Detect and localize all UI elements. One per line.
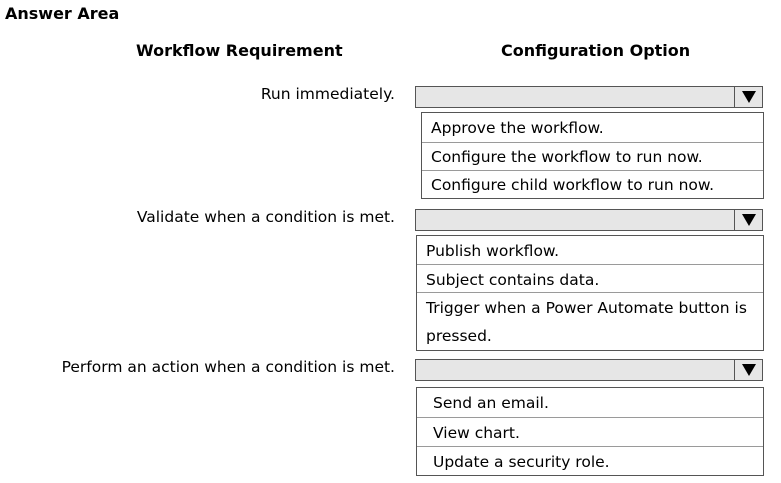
dropdown-arrow-button[interactable] [734, 360, 762, 380]
dropdown-options: Publish workflow. Subject contains data.… [416, 235, 764, 351]
dropdown-arrow-button[interactable] [734, 210, 762, 230]
header-configuration-option: Configuration Option [501, 41, 691, 60]
triangle-down-icon [741, 91, 756, 103]
dropdown-option[interactable]: Update a security role. [417, 446, 763, 475]
triangle-down-icon [741, 364, 756, 376]
config-dropdown[interactable] [415, 86, 763, 108]
triangle-down-icon [741, 214, 756, 226]
dropdown-option[interactable]: Trigger when a Power Automate button is … [417, 292, 763, 350]
requirement-label: Run immediately. [260, 85, 395, 103]
requirement-label: Validate when a condition is met. [136, 208, 395, 226]
dropdown-options: Send an email. View chart. Update a secu… [416, 387, 764, 476]
config-dropdown[interactable] [415, 209, 763, 231]
requirement-label: Perform an action when a condition is me… [61, 358, 395, 376]
dropdown-option[interactable]: Publish workflow. [426, 242, 560, 260]
dropdown-options: Approve the workflow. Configure the work… [421, 112, 764, 199]
config-dropdown[interactable] [415, 359, 763, 381]
dropdown-option[interactable]: Configure child workflow to run now. [422, 170, 763, 198]
dropdown-arrow-button[interactable] [734, 87, 762, 107]
answer-area-title: Answer Area [5, 4, 120, 23]
dropdown-option[interactable]: Configure the workflow to run now. [422, 142, 763, 170]
header-workflow-requirement: Workflow Requirement [136, 41, 343, 60]
dropdown-option[interactable]: Subject contains data. [417, 264, 763, 292]
dropdown-option[interactable]: Approve the workflow. [431, 119, 604, 137]
dropdown-option[interactable]: View chart. [417, 417, 763, 446]
dropdown-option[interactable]: Send an email. [433, 394, 549, 412]
